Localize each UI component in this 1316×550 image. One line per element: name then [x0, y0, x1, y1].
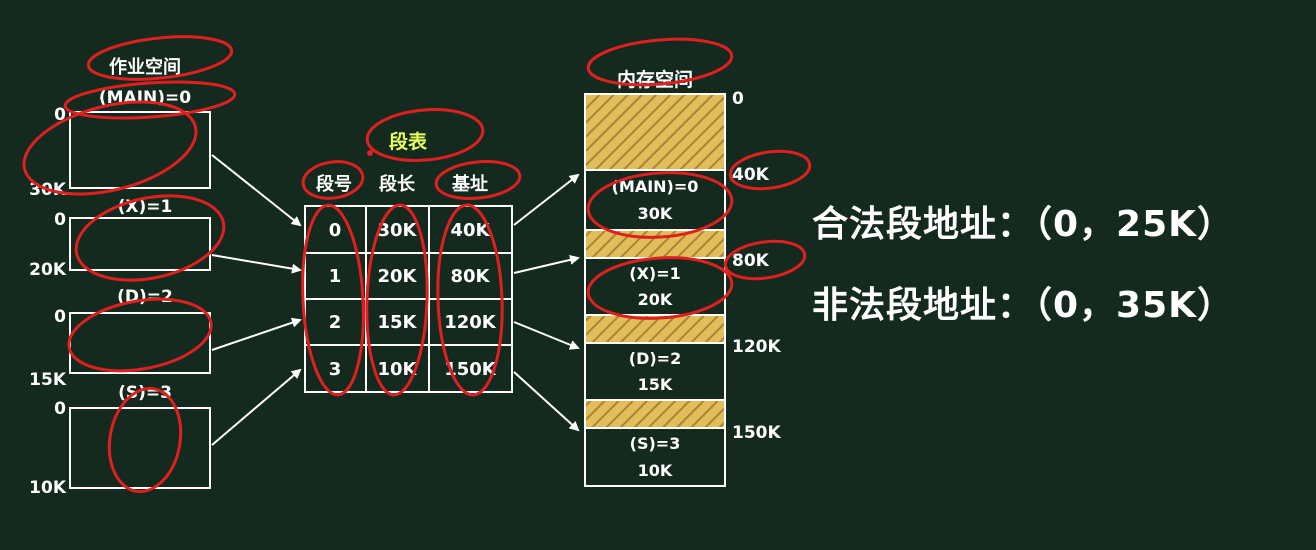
memory-block-label: (D)=2	[629, 349, 681, 368]
memory-space: 内存空间 (MAIN)=0 30K (X)=1 20K (D)=2 15K (S…	[584, 68, 781, 487]
table-cell: 20K	[378, 266, 418, 287]
free-region	[584, 399, 726, 429]
job-segment-end: 20K	[29, 260, 67, 280]
job-segment-end: 15K	[29, 370, 67, 390]
segment-table-header: 段号	[316, 173, 352, 195]
handwritten-annotations	[22, 35, 812, 494]
memory-block-label: (X)=1	[629, 264, 681, 283]
table-cell: 150K	[444, 359, 497, 380]
table-cell: 15K	[378, 312, 418, 333]
memory-block-size: 15K	[638, 375, 673, 394]
table-cell: 120K	[444, 312, 497, 333]
arrow	[211, 154, 302, 227]
illegal-address-note: 非法段地址：（0，35K）	[812, 285, 1235, 326]
table-cell: 30K	[378, 220, 418, 241]
memory-block-label: (MAIN)=0	[612, 177, 699, 196]
table-cell: 80K	[451, 266, 491, 287]
memory-space-title: 内存空间	[617, 68, 693, 91]
table-row: 0 30K 40K	[329, 220, 491, 241]
table-row: 3 10K 150K	[329, 359, 497, 380]
free-region	[584, 93, 726, 171]
table-cell: 40K	[451, 220, 491, 241]
table-cell: 2	[329, 312, 342, 333]
job-segment-label: (X)=1	[118, 197, 173, 217]
job-space-title: 作业空间	[109, 56, 181, 78]
job-segment-start: 0	[54, 210, 66, 230]
segment-table-header: 基址	[451, 173, 488, 195]
table-row: 1 20K 80K	[329, 266, 491, 287]
arrow	[513, 254, 580, 274]
annotation-dot	[367, 150, 373, 156]
segment-table-grid	[304, 205, 513, 393]
arrow	[513, 173, 580, 226]
arrow	[211, 254, 302, 274]
table-cell: 1	[329, 266, 342, 287]
segment-table: 段表 段号 段长 基址 0 30K 40K 1 20K 80K 2 15K 12…	[304, 130, 513, 393]
job-segment-end: 10K	[29, 478, 67, 498]
arrows-job-to-table	[211, 154, 302, 446]
job-segment-x: (X)=1 0 20K	[29, 197, 211, 280]
free-region	[584, 229, 726, 259]
legal-address-note: 合法段地址：（0，25K）	[812, 204, 1235, 245]
job-segment-box	[69, 111, 211, 189]
segment-table-title: 段表	[389, 130, 428, 153]
arrow	[513, 321, 580, 350]
table-cell: 10K	[378, 359, 418, 380]
memory-block-size: 30K	[638, 204, 673, 223]
arrow	[211, 368, 302, 446]
job-space: 作业空间 (MAIN)=0 0 30K (X)=1 0 20K (D)=2 0 …	[29, 56, 211, 498]
memory-block-size: 20K	[638, 290, 673, 309]
memory-block-size: 10K	[638, 461, 673, 480]
memory-address: 40K	[732, 165, 770, 185]
memory-address: 80K	[732, 251, 770, 271]
job-segment-box	[69, 407, 211, 489]
memory-address: 150K	[732, 423, 781, 443]
table-cell: 3	[329, 359, 342, 380]
memory-address: 0	[732, 89, 744, 109]
memory-block-label: (S)=3	[630, 434, 681, 453]
memory-block	[584, 427, 726, 487]
table-cell: 0	[329, 220, 342, 241]
job-segment-s: (S)=3 0 10K	[29, 383, 211, 498]
arrow	[211, 317, 302, 351]
arrows-table-to-memory	[513, 173, 580, 432]
job-segment-start: 0	[54, 399, 66, 419]
segment-table-header: 段长	[379, 173, 416, 195]
job-segment-label: (S)=3	[118, 383, 172, 403]
job-segment-start: 0	[54, 307, 66, 327]
table-row: 2 15K 120K	[329, 312, 497, 333]
memory-address: 120K	[732, 337, 781, 357]
job-segment-box	[69, 312, 211, 374]
job-segment-d: (D)=2 0 15K	[29, 287, 211, 390]
job-segment-box	[69, 217, 211, 271]
arrow	[513, 371, 580, 432]
